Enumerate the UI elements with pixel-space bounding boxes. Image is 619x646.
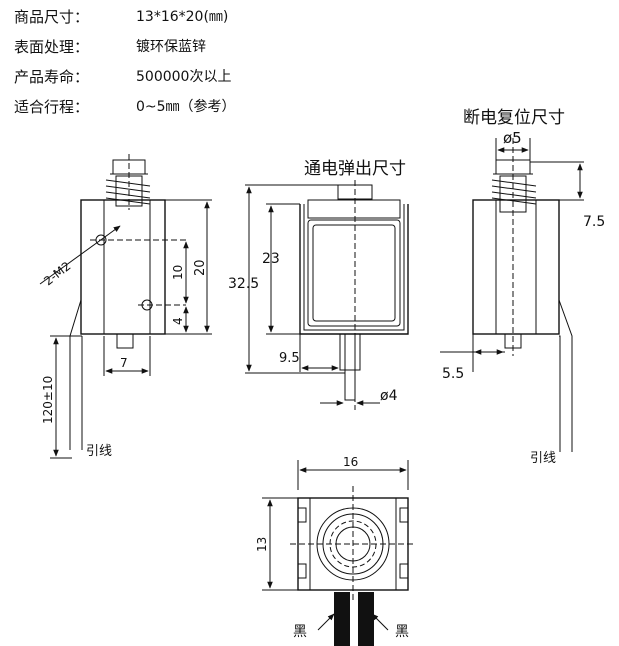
label-lead: 120±10 [41, 376, 55, 424]
coil [307, 219, 401, 327]
spring-guard [499, 175, 527, 213]
label-d4: ø4 [380, 388, 398, 404]
label-5-5: 5.5 [442, 366, 464, 382]
plunger-pin [344, 333, 356, 401]
label-h4: 4 [171, 317, 185, 325]
label-16: 16 [343, 455, 358, 469]
lead-wire [558, 299, 573, 452]
label-wire-black-left: 黑 [293, 624, 307, 640]
spec-value: 500000次以上 [136, 69, 232, 85]
spec-value: 镀环保蓝锌 [136, 39, 206, 55]
title-energized: 通电弹出尺寸 [304, 159, 406, 179]
label-7-5: 7.5 [583, 214, 605, 230]
left-view [39, 154, 212, 459]
spring [491, 179, 537, 205]
black-wire-right [358, 592, 374, 646]
bottom-notch-left [298, 507, 307, 579]
plunger-tail [504, 333, 522, 349]
coil-inner [312, 224, 396, 322]
label-h20: 20 [193, 259, 208, 276]
plunger-shaft [339, 333, 361, 371]
label-13: 13 [255, 537, 269, 552]
label-9-5: 9.5 [279, 351, 300, 366]
frame [299, 204, 409, 335]
right-view [440, 138, 584, 452]
bottom-view [262, 460, 416, 631]
spec-label: 表面处理： [14, 38, 90, 56]
screw-leader [39, 225, 121, 285]
label-wire-left: 引线 [86, 444, 112, 459]
label-wire-black-right: 黑 [395, 624, 409, 640]
wire-leader-right [371, 613, 389, 631]
spring [105, 175, 151, 207]
label-wire-right: 引线 [530, 451, 556, 466]
label-h10: 10 [171, 265, 185, 280]
spec-life: 产品寿命： 500000次以上 [14, 66, 231, 87]
spec-finish: 表面处理： 镀环保蓝锌 [14, 36, 206, 57]
bottom-notch-right [399, 507, 408, 579]
solenoid-body [472, 199, 560, 335]
black-wire-left [334, 592, 350, 646]
label-23: 23 [262, 251, 280, 267]
spec-value: 13*16*20(㎜) [136, 9, 229, 25]
spec-stroke: 适合行程： 0~5㎜（参考） [14, 96, 236, 117]
spec-value: 0~5㎜（参考） [136, 99, 236, 115]
spec-label: 商品尺寸： [14, 8, 90, 26]
spec-label: 产品寿命： [14, 68, 90, 86]
middle-view [245, 180, 409, 410]
label-32-5: 32.5 [228, 276, 259, 292]
title-reset: 断电复位尺寸 [463, 108, 565, 128]
label-w7: 7 [120, 356, 128, 370]
lead-wire [69, 299, 82, 450]
spec-label: 适合行程： [14, 98, 90, 116]
coil-top [307, 199, 401, 219]
spec-size: 商品尺寸： 13*16*20(㎜) [14, 6, 228, 27]
wire-leader-left [317, 613, 335, 631]
plunger-tail [116, 333, 134, 349]
frame-inner [303, 204, 405, 331]
solenoid-body [80, 199, 166, 335]
label-d5: ø5 [503, 129, 522, 147]
